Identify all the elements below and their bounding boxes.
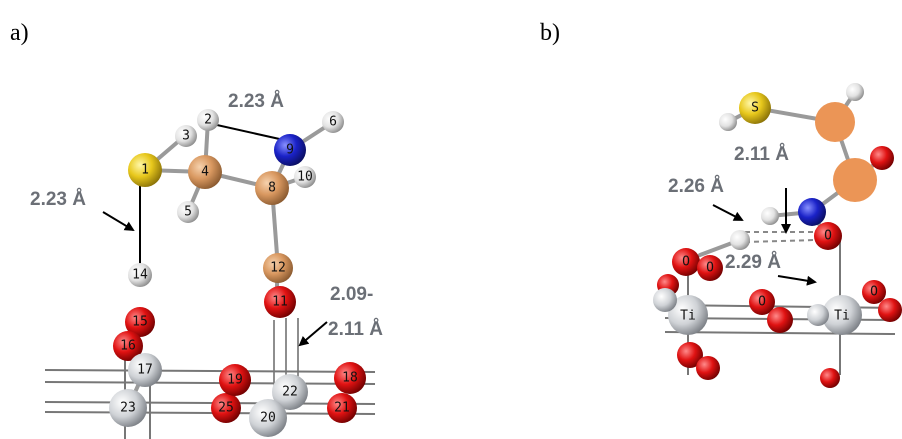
atom-o-b-5: O (862, 280, 886, 304)
atom-ti-17: 17 (128, 353, 162, 387)
panel-a-surface (44, 360, 376, 439)
svg-text:22: 22 (282, 385, 298, 400)
svg-text:3: 3 (182, 129, 190, 144)
atom-o-b-10 (870, 146, 894, 170)
atom-c-8: 8 (255, 171, 289, 205)
svg-text:14: 14 (132, 268, 148, 283)
svg-text:O: O (706, 261, 714, 276)
atom-n-b (798, 198, 826, 226)
atom-o-b-3: O (749, 289, 775, 315)
atom-o-b-9 (820, 368, 840, 388)
atom-h-5: 5 (177, 201, 199, 223)
distance-label-b-left: 2.26 Å (668, 176, 724, 197)
atom-o-b-1: O (672, 248, 700, 276)
svg-text:25: 25 (218, 401, 234, 416)
distance-label-b-top: 2.11 Å (734, 144, 789, 165)
atom-h-b-2 (761, 207, 779, 225)
arrow-right (298, 321, 328, 347)
distance-label-top: 2.23 Å (228, 91, 284, 112)
atom-o-18: 18 (334, 362, 366, 394)
svg-text:Ti: Ti (680, 309, 696, 324)
panel-a: a) (10, 20, 383, 439)
atom-o-b-top: O (814, 222, 842, 250)
atom-o-b-6 (878, 298, 902, 322)
atom-o-b-8 (696, 356, 720, 380)
atom-o-21: 21 (327, 393, 357, 423)
svg-text:Ti: Ti (834, 309, 850, 324)
atom-o-b-2: O (697, 255, 723, 281)
svg-text:20: 20 (260, 411, 276, 426)
atom-ti-left-back (653, 288, 677, 312)
distance-label-right-2: 2.11 Å (328, 319, 383, 340)
atom-ti-20: 20 (249, 399, 287, 437)
distance-label-left: 2.23 Å (30, 189, 86, 210)
arrow-left (102, 211, 135, 232)
atom-o-25: 25 (211, 393, 241, 423)
distance-label-b-bottom: 2.29 Å (725, 252, 781, 273)
panel-b-label: b) (540, 20, 560, 46)
atom-h-6: 6 (322, 111, 344, 133)
panel-b-hbonds (744, 231, 816, 243)
atom-ti-right: Ti (822, 295, 862, 335)
atom-o-b-7 (677, 342, 703, 368)
atom-o-16: 16 (113, 331, 143, 361)
arrow-b-left (712, 204, 744, 221)
atom-o-15: 15 (125, 307, 155, 337)
panel-b: b) O O Ti (540, 20, 902, 388)
svg-text:6: 6 (329, 115, 337, 130)
svg-text:2: 2 (204, 113, 212, 128)
svg-text:17: 17 (137, 363, 153, 378)
svg-text:12: 12 (270, 261, 286, 276)
atom-ti-right-back (807, 304, 829, 326)
highlight-circle-1 (815, 102, 855, 142)
atom-ti-23: 23 (109, 389, 147, 427)
svg-text:O: O (870, 285, 878, 300)
atom-h-10: 10 (294, 166, 316, 188)
svg-text:1: 1 (141, 163, 149, 178)
svg-text:5: 5 (184, 205, 192, 220)
atom-s-1: 1 (128, 153, 162, 187)
atom-c-12: 12 (263, 253, 293, 283)
arrow-b-bottom (777, 275, 817, 286)
atom-o-19: 19 (219, 364, 251, 396)
atom-h-14: 14 (128, 263, 152, 287)
svg-text:10: 10 (297, 170, 313, 185)
svg-text:O: O (758, 295, 766, 310)
atom-ti-left: Ti (668, 295, 708, 335)
panel-a-contact-lines (139, 122, 285, 265)
atom-s-b: S (739, 92, 771, 124)
atom-h-b-1 (730, 230, 750, 250)
svg-text:23: 23 (120, 401, 136, 416)
svg-text:19: 19 (227, 373, 243, 388)
atom-h-2: 2 (197, 109, 219, 131)
atom-o-b-4 (767, 307, 793, 333)
svg-text:11: 11 (272, 295, 288, 310)
atom-h-b-3 (719, 113, 737, 131)
distance-label-right-1: 2.09- (330, 284, 373, 305)
svg-text:4: 4 (201, 165, 209, 180)
svg-text:O: O (824, 229, 832, 244)
svg-text:16: 16 (120, 339, 136, 354)
svg-text:9: 9 (286, 143, 294, 158)
atom-h-3: 3 (175, 125, 197, 147)
highlight-circle-2 (833, 158, 877, 202)
atom-c-4: 4 (188, 155, 222, 189)
atom-h-b-4 (846, 83, 864, 101)
svg-text:8: 8 (268, 181, 276, 196)
panel-a-label: a) (10, 20, 29, 46)
svg-text:21: 21 (334, 401, 350, 416)
atom-o-11: 11 (264, 286, 296, 318)
atom-ti-22: 22 (272, 374, 308, 410)
svg-text:S: S (751, 101, 759, 116)
svg-text:O: O (682, 255, 690, 270)
svg-text:18: 18 (342, 371, 358, 386)
svg-text:15: 15 (132, 315, 148, 330)
atom-n-9: 9 (274, 134, 306, 166)
